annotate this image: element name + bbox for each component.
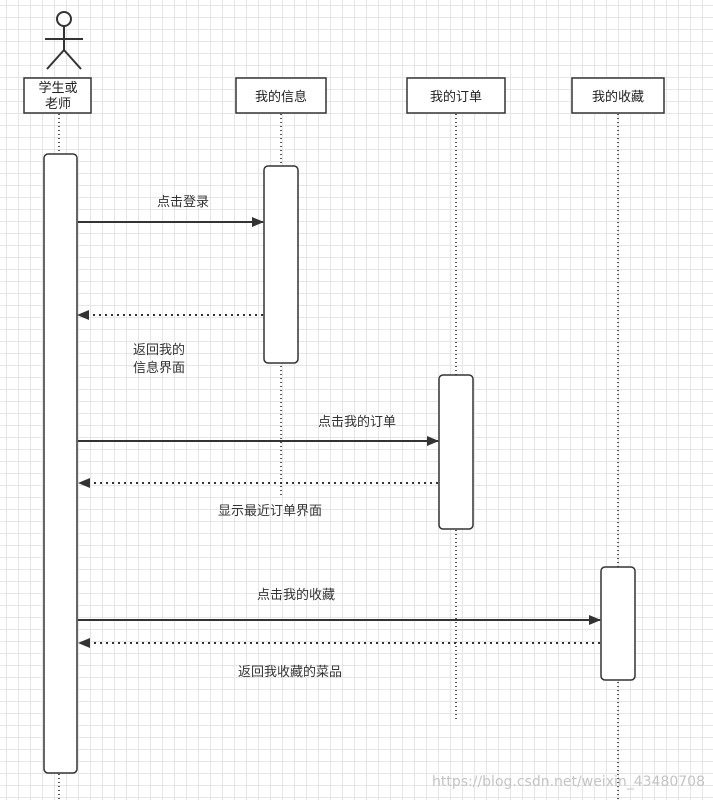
click-orders-label: 点击我的订单 bbox=[318, 414, 396, 430]
participant-info-box bbox=[235, 77, 327, 114]
actor-left-leg bbox=[46, 49, 65, 70]
participant-info: 我的信息 bbox=[235, 77, 327, 114]
favorites-activation-bar bbox=[600, 566, 636, 681]
actor-label-line2: 老师 bbox=[45, 97, 71, 112]
participant-favorites-label: 我的收藏 bbox=[592, 89, 644, 105]
return-info-label-line1: 返回我的 bbox=[133, 342, 185, 358]
actor-label-line1: 学生或 bbox=[38, 80, 77, 96]
watermark: https://blog.csdn.net/weixin_43480708 bbox=[432, 774, 705, 790]
participant-favorites: 我的收藏 bbox=[571, 77, 665, 114]
actor-figure bbox=[45, 11, 83, 70]
orders-activation-bar bbox=[438, 374, 474, 530]
participant-orders: 我的订单 bbox=[406, 77, 506, 114]
actor-box bbox=[23, 77, 92, 114]
actor-activation-bar bbox=[43, 153, 78, 774]
participant-orders-label: 我的订单 bbox=[430, 89, 482, 105]
return-favorites-label: 返回我收藏的菜品 bbox=[238, 664, 342, 680]
participant-info-label: 我的信息 bbox=[255, 89, 307, 105]
click-login-label: 点击登录 bbox=[157, 195, 209, 210]
info-activation-bar bbox=[263, 165, 299, 364]
show-orders-label: 显示最近订单界面 bbox=[218, 504, 322, 519]
actor-header: 学生或 老师 bbox=[23, 77, 92, 114]
click-favorites-label: 点击我的收藏 bbox=[257, 587, 335, 603]
participant-favorites-box bbox=[571, 77, 665, 114]
participant-orders-box bbox=[406, 77, 506, 114]
return-info-label-line2: 信息界面 bbox=[133, 360, 185, 376]
actor-head bbox=[56, 11, 72, 27]
actor-right-leg bbox=[63, 49, 82, 70]
